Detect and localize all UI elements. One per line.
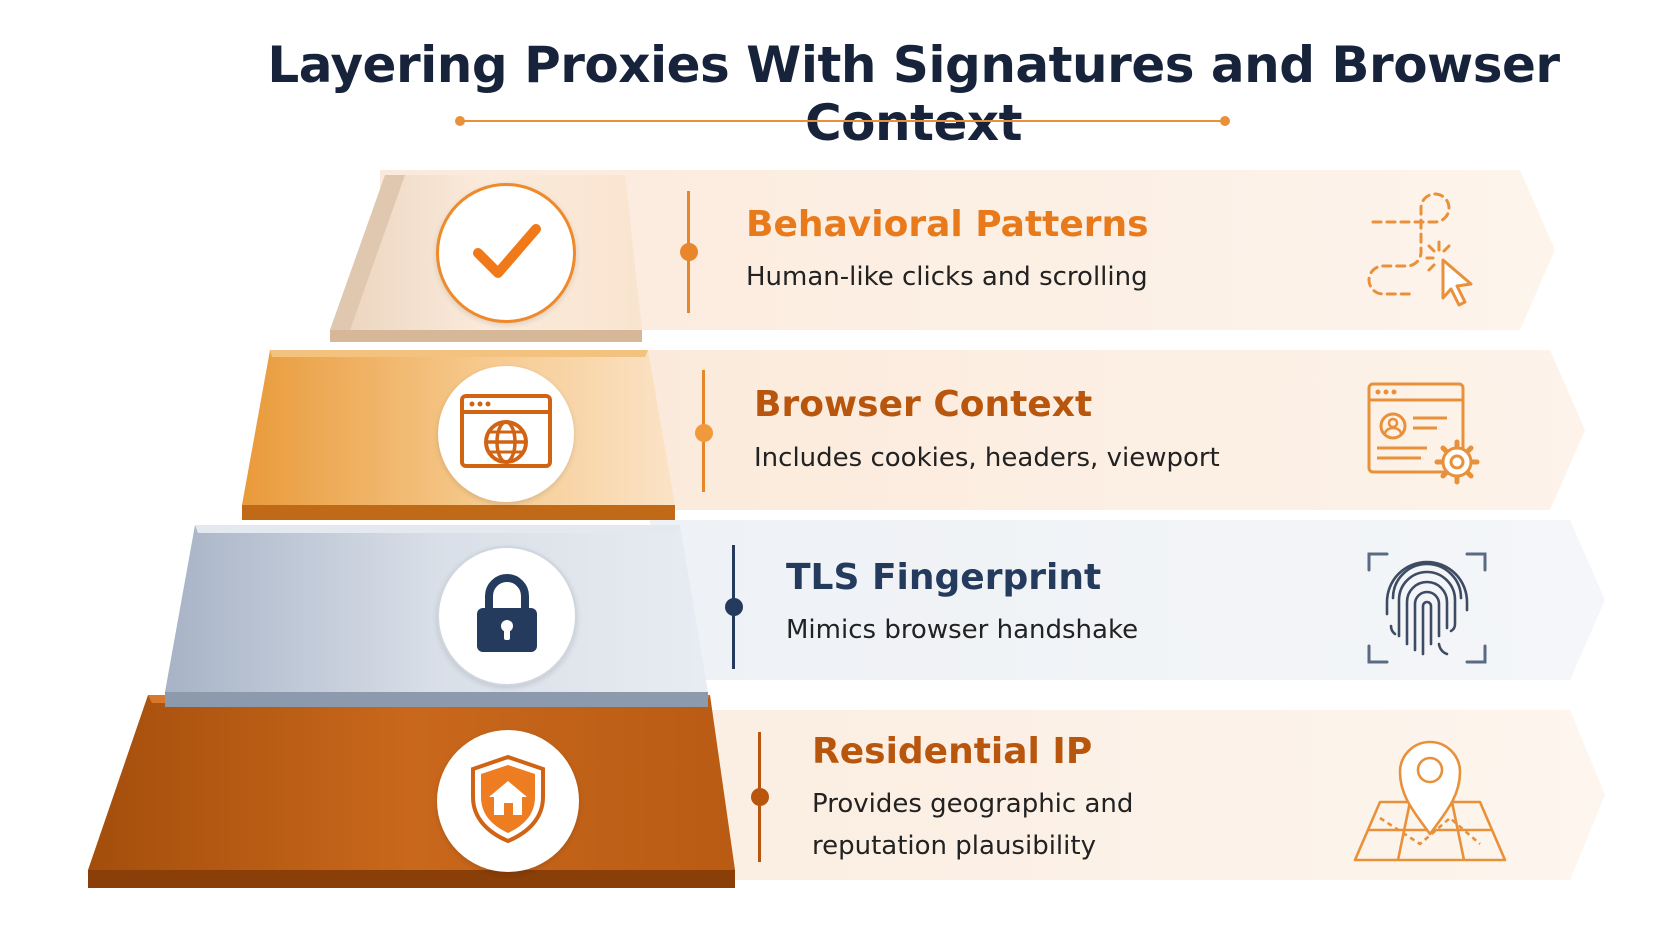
cursor-path-icon: [1355, 192, 1485, 317]
tls-description: Mimics browser handshake: [786, 615, 1139, 645]
fingerprint-icon: [1365, 548, 1489, 673]
browser-globe-icon: [458, 390, 554, 479]
browser-dot: [695, 424, 713, 442]
tls-heading: TLS Fingerprint: [786, 557, 1102, 598]
behavioral-heading: Behavioral Patterns: [746, 204, 1149, 245]
page-title: Layering Proxies With Signatures and Bro…: [267, 36, 1560, 152]
residential-dot: [751, 788, 769, 806]
map-pin-icon: [1350, 726, 1510, 871]
browser-heading: Browser Context: [754, 384, 1093, 425]
residential-heading: Residential IP: [812, 731, 1093, 772]
shield-home-icon: [467, 753, 549, 850]
browser-settings-icon: [1365, 380, 1485, 495]
tls-circle: [437, 546, 577, 686]
residential-circle: [437, 730, 579, 872]
checkmark-icon: [466, 211, 546, 296]
behavioral-circle: [436, 183, 576, 323]
residential-description-line1: Provides geographic and: [812, 789, 1134, 819]
pyramid: [88, 175, 735, 888]
behavioral-dot: [680, 243, 698, 261]
tls-dot: [725, 598, 743, 616]
residential-description-line2: reputation plausibility: [812, 831, 1096, 861]
browser-circle: [438, 366, 574, 502]
behavioral-description: Human-like clicks and scrolling: [746, 262, 1148, 292]
title-underline: [455, 116, 1230, 126]
browser-description: Includes cookies, headers, viewport: [754, 443, 1220, 473]
padlock-icon: [472, 572, 542, 661]
